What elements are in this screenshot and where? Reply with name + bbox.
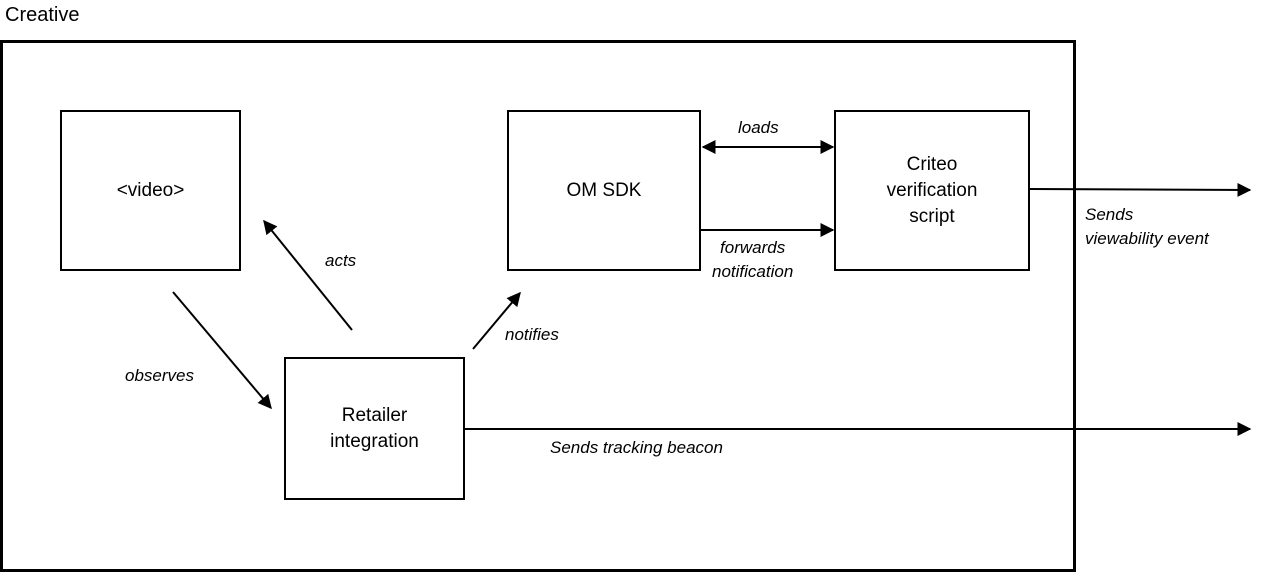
sends-viewability-label: Sends viewability event xyxy=(1085,205,1209,248)
criteo-script-node-label: Criteo verification script xyxy=(886,153,978,227)
notifies-label: notifies xyxy=(505,325,559,344)
om-sdk-node: OM SDK xyxy=(507,110,701,271)
loads-label: loads xyxy=(738,118,779,137)
video-node-label: <video> xyxy=(116,179,185,201)
om-sdk-node-label: OM SDK xyxy=(566,179,642,201)
criteo-script-node: Criteo verification script xyxy=(834,110,1030,271)
retailer-integration-node: Retailer integration xyxy=(284,357,465,500)
diagram-title: Creative xyxy=(5,4,80,26)
sends-tracking-label: Sends tracking beacon xyxy=(550,438,723,457)
creative-container xyxy=(0,40,1076,572)
video-node: <video> xyxy=(60,110,241,271)
retailer-integration-node-label: Retailer integration xyxy=(330,404,419,452)
forwards-notification-label: forwards notification xyxy=(712,238,794,281)
observes-label: observes xyxy=(125,366,194,385)
acts-label: acts xyxy=(325,251,357,270)
